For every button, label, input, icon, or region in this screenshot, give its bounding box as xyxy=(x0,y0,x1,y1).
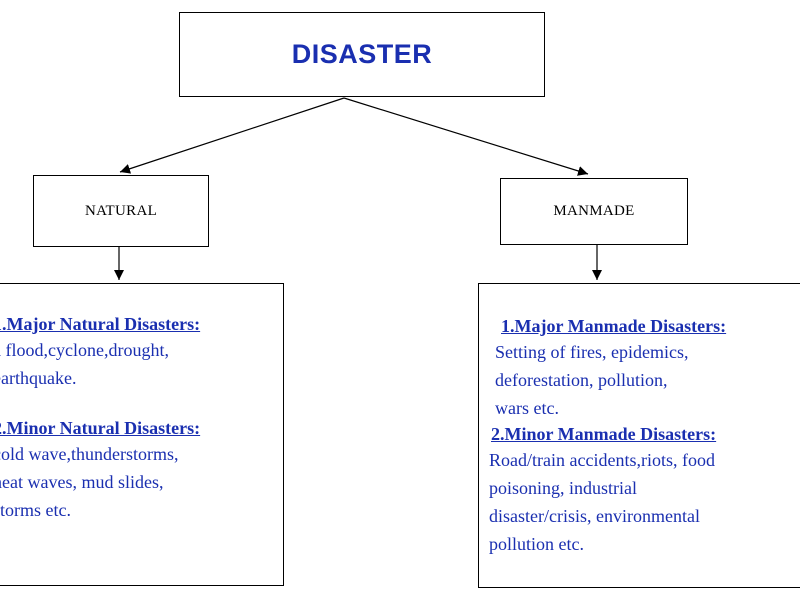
arrow-root-to-manmade xyxy=(343,97,589,176)
manmade-minor-line: pollution etc. xyxy=(489,534,584,554)
natural-minor-line: heat waves, mud slides, xyxy=(0,472,164,492)
root-node: DISASTER xyxy=(179,12,545,97)
natural-minor-heading: 2.Minor Natural Disasters: xyxy=(0,418,201,438)
manmade-major-line: wars etc. xyxy=(495,398,559,418)
category-label-manmade: MANMADE xyxy=(553,203,635,219)
manmade-minor-line: disaster/crisis, environmental xyxy=(489,506,700,526)
manmade-minor-line: poisoning, industrial xyxy=(489,478,637,498)
manmade-minor-heading: 2.Minor Manmade Disasters: xyxy=(491,424,717,444)
natural-major-line: earthquake. xyxy=(0,368,77,388)
category-node-natural: NATURAL xyxy=(33,175,209,247)
manmade-major-line: Setting of fires, epidemics, xyxy=(495,342,689,362)
manmade-disasters-list: 1.Major Manmade Disasters: Setting of fi… xyxy=(478,283,800,588)
natural-major-line: a flood,cyclone,drought, xyxy=(0,340,169,360)
natural-major-heading: 1.Major Natural Disasters: xyxy=(0,314,201,334)
manmade-major-heading: 1.Major Manmade Disasters: xyxy=(501,316,727,336)
category-label-natural: NATURAL xyxy=(84,202,158,219)
natural-minor-line: cold wave,thunderstorms, xyxy=(0,444,179,464)
root-title: DISASTER xyxy=(291,39,433,69)
manmade-major-line: deforestation, pollution, xyxy=(495,370,668,390)
arrow-root-to-natural xyxy=(119,97,345,174)
category-node-manmade: MANMADE xyxy=(500,178,688,245)
manmade-minor-line: Road/train accidents,riots, food xyxy=(489,450,715,470)
natural-minor-line: storms etc. xyxy=(0,500,71,520)
natural-disasters-list: 1.Major Natural Disasters: a flood,cyclo… xyxy=(0,283,284,586)
